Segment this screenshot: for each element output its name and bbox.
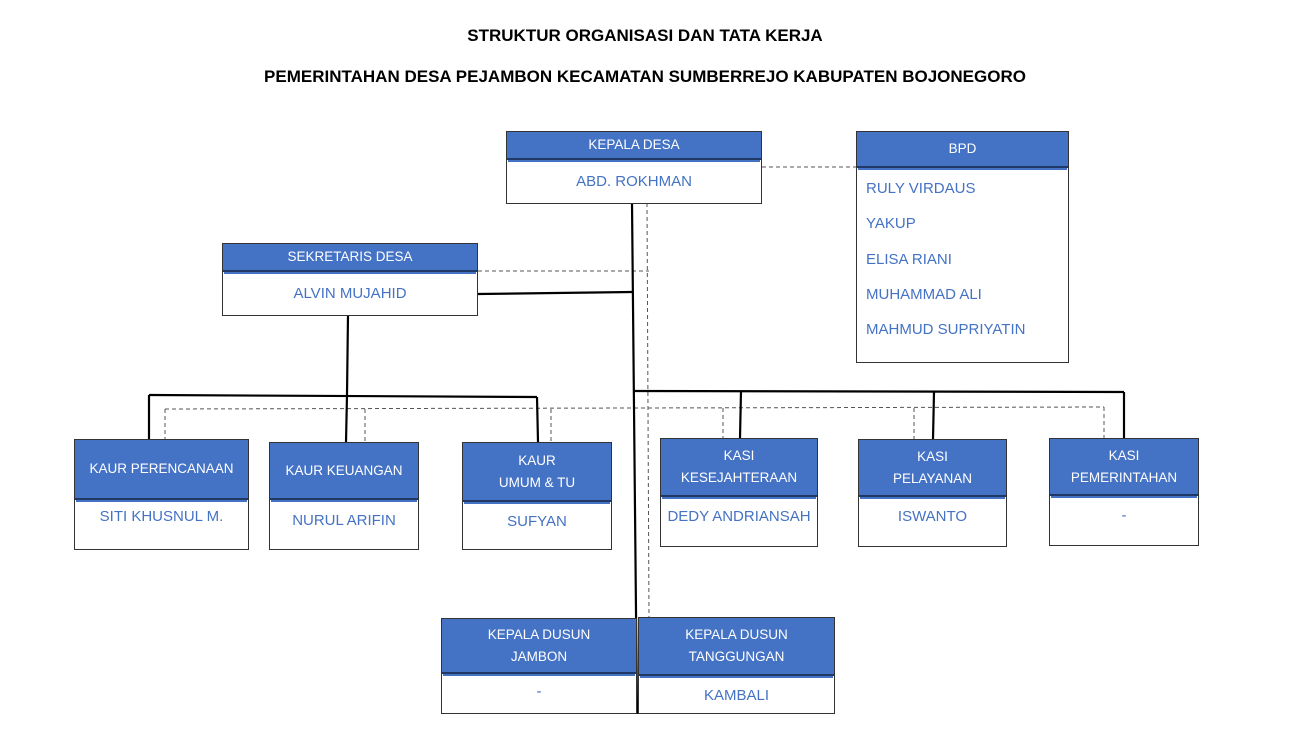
solid-drop-kaur-keuangan [344, 394, 349, 443]
box-title: BPD [857, 132, 1068, 168]
box-title: KEPALA DUSUN JAMBON [442, 619, 636, 674]
chart-subtitle: PEMERINTAHAN DESA PEJAMBON KECAMATAN SUM… [264, 67, 1026, 86]
box-title: KAUR KEUANGAN [270, 443, 418, 500]
dashed-line-vertical-main [646, 202, 650, 618]
bpd-member: YAKUP [866, 215, 916, 233]
bpd-member: ELISA RIANI [866, 250, 952, 268]
solid-drop-kasi-kesejahteraan [738, 390, 743, 439]
box-kepala-dusun-jambon: KEPALA DUSUN JAMBON - [441, 618, 637, 714]
box-name: - [536, 683, 542, 700]
box-kepala-dusun-tanggungan: KEPALA DUSUN TANGGUNGAN KAMBALI [638, 617, 835, 714]
solid-drop-kaur-umum [535, 396, 540, 443]
box-title: KEPALA DESA [507, 132, 761, 160]
box-kaur-perencanaan: KAUR PERENCANAAN SITI KHUSNUL M. [74, 439, 249, 550]
solid-line-sekretaris-down [345, 314, 350, 396]
box-name: ISWANTO [897, 508, 968, 525]
box-kasi-pemerintahan: KASI PEMERINTAHAN - [1049, 438, 1199, 546]
box-name: ABD. ROKHMAN [576, 173, 692, 190]
solid-line-kasi-bus [633, 389, 1125, 394]
box-title: SEKRETARIS DESA [223, 244, 477, 272]
bpd-member-list: RULY VIRDAUS YAKUP ELISA RIANI MUHAMMAD … [866, 178, 1025, 354]
box-name: ALVIN MUJAHID [293, 285, 407, 302]
box-kasi-kesejahteraan: KASI KESEJAHTERAAN DEDY ANDRIANSAH [660, 438, 818, 547]
bpd-member: MUHAMMAD ALI [866, 285, 982, 303]
box-title: KAUR PERENCANAAN [75, 440, 248, 500]
box-title: KASI KESEJAHTERAAN [661, 439, 817, 497]
box-kaur-umum-tu: KAUR UMUM & TU SUFYAN [462, 442, 612, 550]
box-title: KASI PELAYANAN [859, 440, 1006, 497]
chart-title: STRUKTUR ORGANISASI DAN TATA KERJA [467, 26, 823, 45]
box-name: DEDY ANDRIANSAH [667, 508, 811, 525]
box-name: KAMBALI [703, 687, 770, 704]
box-name: SITI KHUSNUL M. [99, 508, 224, 525]
bpd-member: RULY VIRDAUS [866, 180, 976, 197]
box-name: NURUL ARIFIN [292, 512, 396, 529]
box-title: KAUR UMUM & TU [463, 443, 611, 502]
solid-drop-kasi-pelayanan [931, 391, 936, 440]
box-kaur-keuangan: KAUR KEUANGAN NURUL ARIFIN [269, 442, 419, 550]
solid-line-kaur-bus [148, 393, 538, 399]
bpd-member: MAHMUD SUPRIYATIN [866, 321, 1026, 339]
box-bpd: BPD RULY VIRDAUS YAKUP ELISA RIANI MUHAM… [856, 131, 1069, 363]
solid-line-sekretaris [477, 290, 633, 296]
box-kepala-desa: KEPALA DESA ABD. ROKHMAN [506, 131, 762, 204]
box-name: - [1121, 507, 1127, 524]
box-name: SUFYAN [507, 513, 567, 530]
box-title: KEPALA DUSUN TANGGUNGAN [639, 618, 834, 676]
box-kasi-pelayanan: KASI PELAYANAN ISWANTO [858, 439, 1007, 547]
box-title: KASI PEMERINTAHAN [1050, 439, 1198, 496]
box-sekretaris-desa: SEKRETARIS DESA ALVIN MUJAHID [222, 243, 478, 316]
